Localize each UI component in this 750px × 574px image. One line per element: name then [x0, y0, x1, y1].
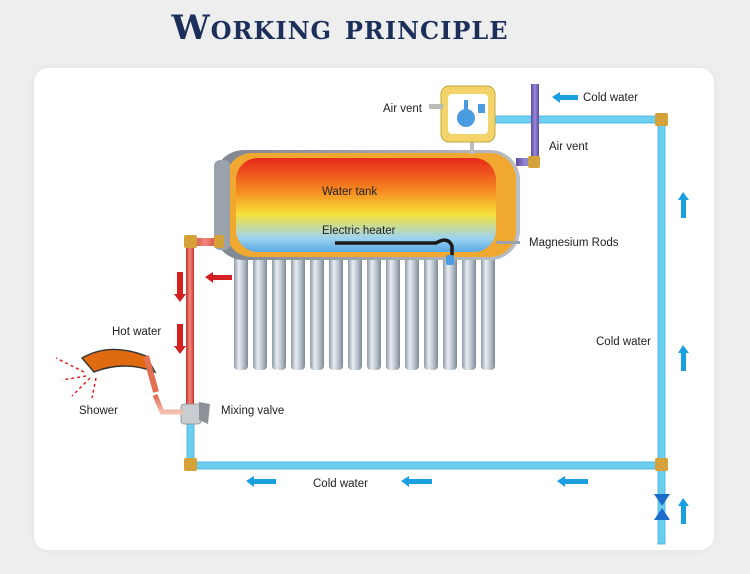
label-electric-heater: Electric heater: [322, 225, 396, 237]
mixing-valve-icon: [180, 402, 210, 425]
label-air-vent-left: Air vent: [383, 103, 423, 115]
page-title: Working principle: [171, 8, 509, 48]
label-magnesium-rods: Magnesium Rods: [529, 237, 619, 249]
electric-heater-rod: [335, 238, 454, 256]
hot-flow-arrows: [174, 272, 232, 354]
evacuated-tubes: [234, 252, 495, 370]
label-cold-water-bottom: Cold water: [313, 478, 368, 490]
elbow-fitting-icon: [184, 113, 668, 471]
label-shower: Shower: [79, 405, 118, 417]
label-air-vent-right: Air vent: [549, 141, 589, 153]
inlet-pipe: [516, 84, 539, 166]
label-cold-water-top: Cold water: [583, 92, 638, 104]
label-water-tank: Water tank: [322, 186, 377, 198]
label-cold-water-right: Cold water: [596, 336, 651, 348]
hot-water-pipe: [186, 238, 222, 410]
label-mixing-valve: Mixing valve: [221, 405, 284, 417]
air-vent-valve-icon: [429, 85, 496, 154]
magnesium-rod: [496, 241, 520, 244]
check-valve-icon: [654, 494, 670, 520]
water-tank: [214, 150, 520, 260]
shower-head-icon: [55, 348, 183, 415]
label-hot-water: Hot water: [112, 326, 161, 338]
cold-flow-arrows: [246, 92, 689, 524]
